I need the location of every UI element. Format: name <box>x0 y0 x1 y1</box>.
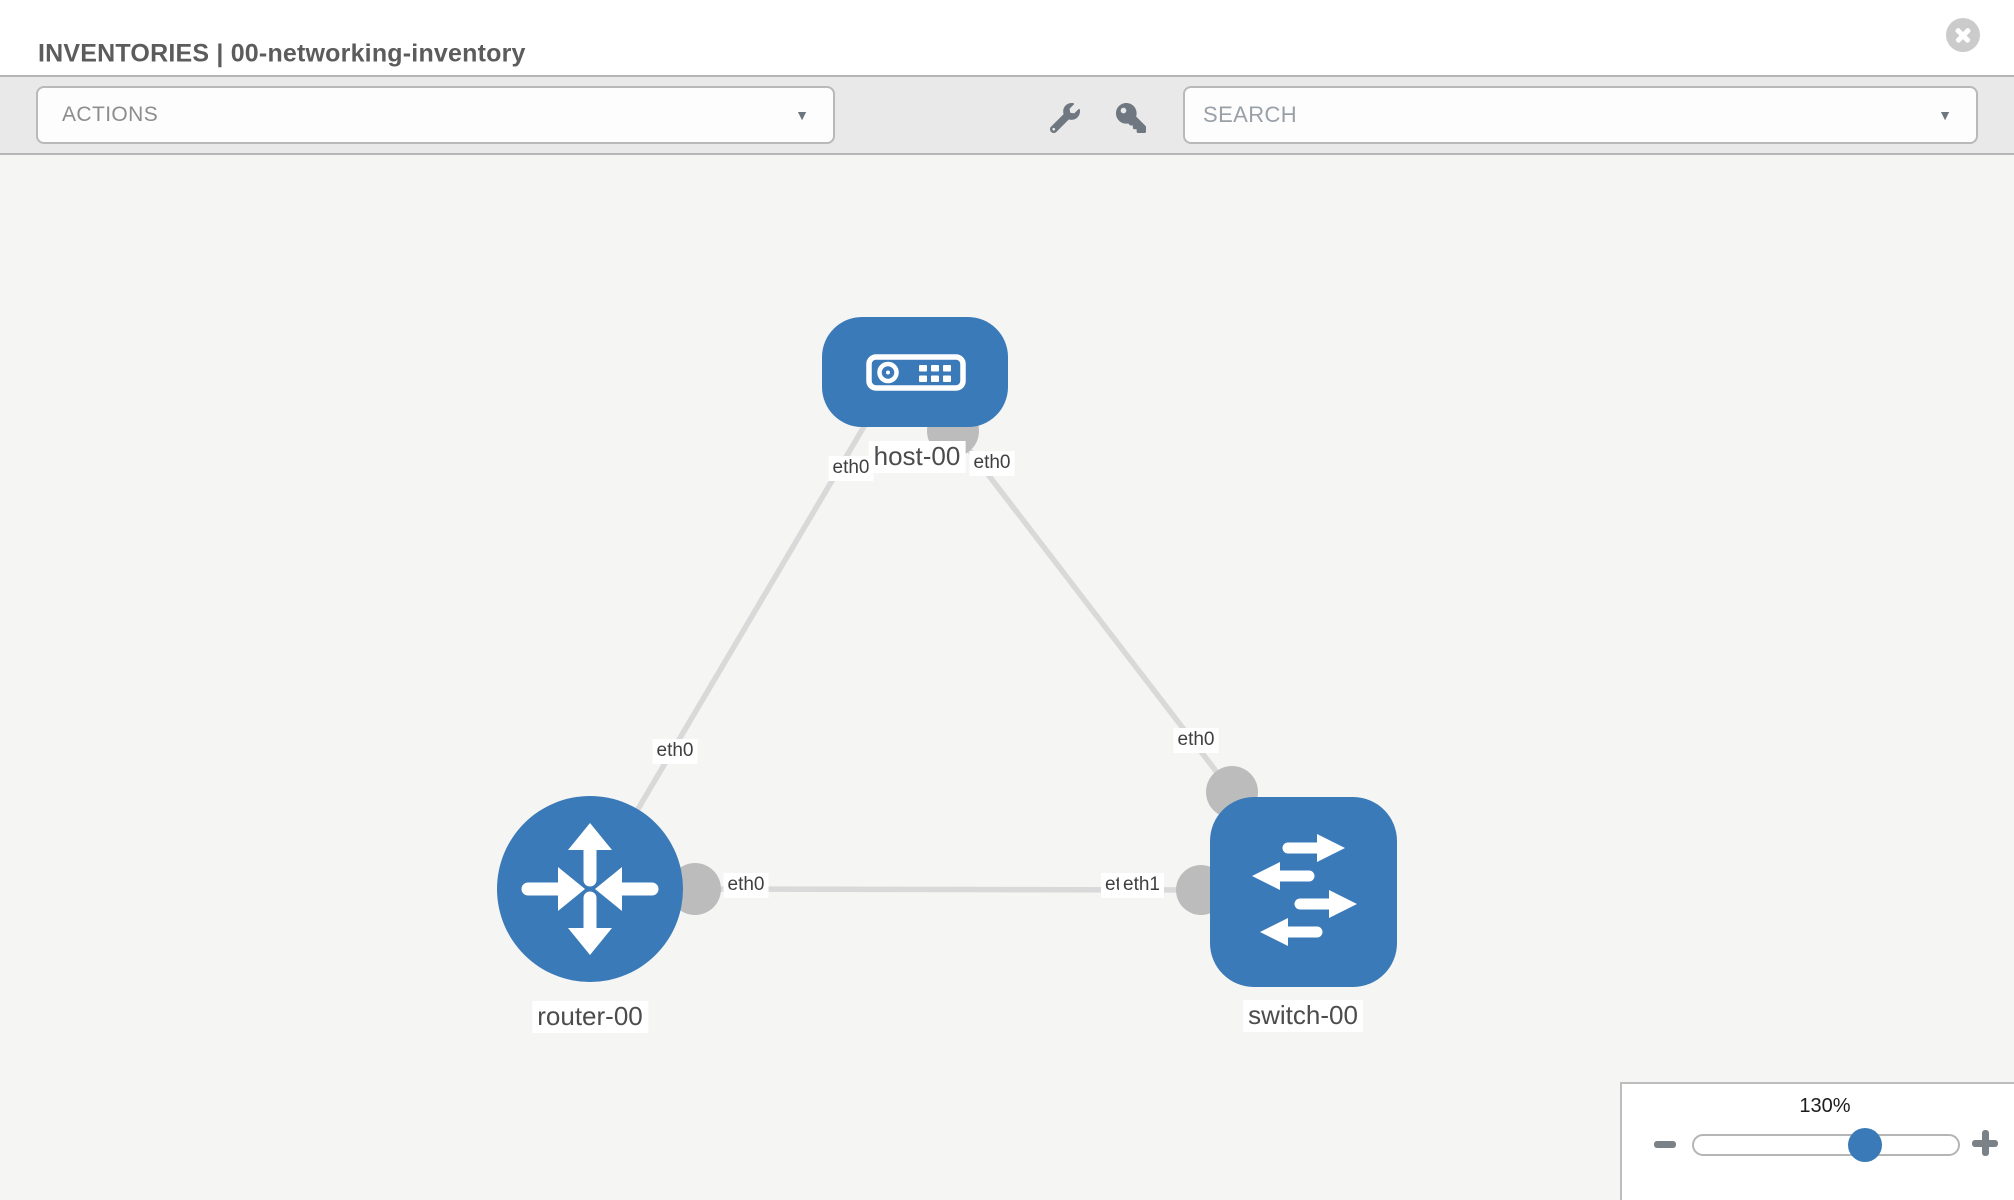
node-router-00[interactable] <box>497 796 683 982</box>
interface-label-host-eth0-switch-link: eth0 <box>969 451 1015 476</box>
zoom-slider-track[interactable] <box>1692 1134 1960 1156</box>
node-host-00[interactable] <box>822 317 1008 427</box>
minus-icon <box>1654 1141 1676 1148</box>
zoom-panel: 130% <box>1620 1082 2014 1200</box>
plus-icon <box>1981 1130 1989 1156</box>
interface-label-router-eth0: eth0 <box>652 739 698 764</box>
topology-graph <box>497 317 1397 987</box>
host-icon <box>866 354 966 391</box>
toolbar: ACTIONS ▼ SEARCH ▼ <box>0 75 2014 155</box>
key-button[interactable] <box>1112 99 1150 137</box>
interface-label-switch-eth0: eth0 <box>1173 728 1219 753</box>
zoom-in-button[interactable] <box>1970 1126 2000 1160</box>
topology-canvas[interactable]: eth0 eth0 eth0 eth0 eth0 eth1 eth1 host-… <box>0 155 2014 1200</box>
router-icon <box>521 823 659 955</box>
zoom-level: 130% <box>1799 1095 1851 1117</box>
configure-button[interactable] <box>1046 99 1084 137</box>
panel-header: INVENTORIES | 00-networking-inventory <box>0 0 2014 75</box>
interface-label-switch-eth1: eth1 <box>1119 873 1164 898</box>
close-button[interactable] <box>1946 18 1980 52</box>
page-title: INVENTORIES | 00-networking-inventory <box>38 39 526 68</box>
zoom-out-button[interactable] <box>1652 1128 1678 1158</box>
node-label-router-00: router-00 <box>532 1001 648 1033</box>
actions-dropdown-label: ACTIONS <box>62 103 159 126</box>
switch-icon <box>1252 834 1357 946</box>
chevron-down-icon: ▼ <box>795 107 809 123</box>
interface-label-router-eth0-switch-link: eth0 <box>723 873 769 898</box>
node-switch-00[interactable] <box>1210 797 1397 987</box>
chevron-down-icon: ▼ <box>1938 107 1952 123</box>
node-label-switch-00: switch-00 <box>1243 1000 1363 1032</box>
interface-label-host-eth0-router-link: eth0 <box>828 456 874 481</box>
key-icon <box>1116 103 1146 133</box>
wrench-icon <box>1050 103 1080 133</box>
node-label-host-00: host-00 <box>868 441 966 473</box>
search-dropdown[interactable]: SEARCH ▼ <box>1183 86 1978 144</box>
search-placeholder: SEARCH <box>1203 102 1298 127</box>
actions-dropdown[interactable]: ACTIONS ▼ <box>36 86 835 144</box>
zoom-slider-thumb[interactable] <box>1848 1128 1882 1162</box>
